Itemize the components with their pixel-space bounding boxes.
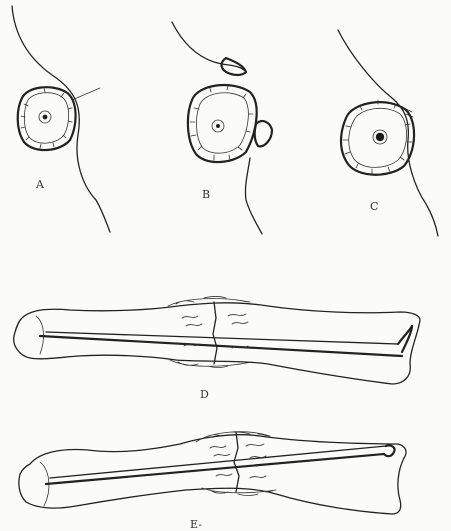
panel-b-hatching (190, 86, 253, 160)
panel-d: D (14, 297, 420, 402)
panel-a-skin-outline (12, 6, 110, 232)
panel-d-bone-outline (14, 303, 420, 384)
panel-d-fracture-line (213, 302, 217, 364)
panel-a-pointer-line (72, 88, 100, 100)
panel-c-label: C (370, 200, 378, 213)
panel-c-marrow-dot (376, 133, 384, 141)
panel-e-nail (46, 454, 384, 484)
panel-e-callus-upper (196, 432, 270, 442)
panel-b-skin-upper (172, 22, 244, 70)
panel-a-marrow-dot (43, 115, 48, 120)
panel-d-label: D (200, 388, 209, 401)
panel-d-nail-shaft-upper (46, 332, 398, 344)
panel-d-nail-hook (398, 326, 412, 352)
panel-a-label: A (35, 178, 45, 191)
panel-b-marrow-dot (216, 124, 220, 128)
panel-e-nail-hook (384, 445, 395, 456)
panel-c: C (338, 30, 438, 236)
panel-c-skin-outline (338, 30, 438, 236)
panel-a: A (12, 6, 110, 232)
panel-e: E- (19, 432, 406, 531)
panel-b-bone-fragment (255, 121, 272, 146)
panel-b-bone-inner (196, 93, 248, 153)
panel-d-nail (40, 336, 402, 356)
panel-b-skin-lower (245, 158, 262, 234)
panel-b-label: B (202, 188, 210, 201)
panel-e-label: E- (190, 518, 202, 531)
panel-b: B (172, 22, 272, 234)
panel-d-callus-upper (168, 297, 250, 307)
panel-e-fracture-line (234, 432, 239, 492)
panel-b-bone-outer (188, 85, 257, 162)
